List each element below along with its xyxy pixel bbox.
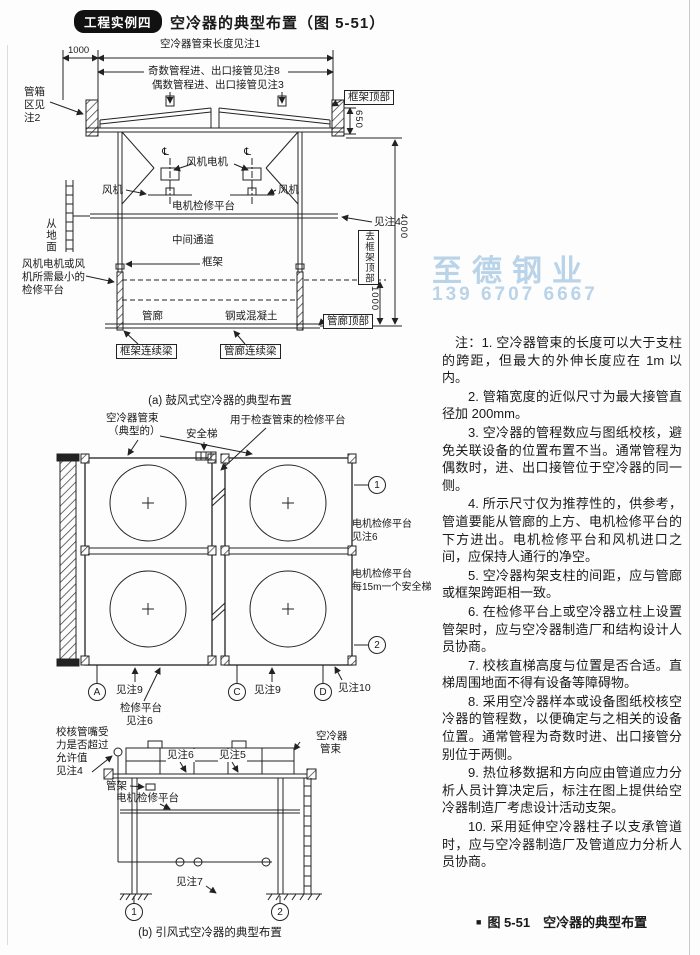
label-pipe-support: 管架 bbox=[106, 780, 127, 792]
label-nozzle-check-line2: 力是否超过 bbox=[56, 739, 109, 751]
figure-caption: ■ 图 5-51 空冷器的典型布置 bbox=[476, 912, 647, 931]
label-to-frame-top: 去框架顶部 bbox=[358, 230, 379, 285]
label-see-note10: 见注10 bbox=[338, 682, 371, 694]
note-5: 5. 空冷器构架支柱的间距，应与管廊或框架跨距相一致。 bbox=[442, 567, 682, 601]
label-bundle-line2: （典型的） bbox=[108, 425, 161, 437]
note-7: 7. 校核直梯高度与位置是否合适。直梯周围地面不得有设备等障碍物。 bbox=[442, 657, 682, 691]
note-9: 9. 热位移数据和方向应由管道应力分析人员计算决定后，标注在图上提供给空冷器制造… bbox=[442, 765, 682, 816]
note-10: 10. 采用延伸空冷器柱子以支承管道时，应与空冷器制造厂及管道应力分析人员协商。 bbox=[442, 819, 682, 870]
watermark-brand: 至德钢业 bbox=[432, 255, 592, 288]
label-even-pass-nozzle: 偶数管程进、出口接管见注3 bbox=[152, 79, 284, 91]
marker-row-2: 2 bbox=[374, 639, 380, 651]
note-6: 6. 在检修平台上或空冷器立柱上设置管架时，应与空冷器制造厂和结构设计人员协商。 bbox=[442, 603, 682, 655]
label-bundle-line1: 空冷器管束 bbox=[106, 412, 159, 424]
label-motor-platform-2-line2: 每15m一个安全梯 bbox=[352, 582, 432, 593]
caption-diagram-a: (a) 鼓风式空冷器的典型布置 bbox=[148, 395, 292, 407]
label-safety-ladder: 安全梯 bbox=[186, 428, 218, 440]
label-see-note6: 见注6 bbox=[166, 749, 195, 762]
diagram-induced-draft-elevation: 校核管嘴受 力是否超过 允许值 见注4 空冷器 管束 见注6 见注5 管架 电机… bbox=[20, 726, 400, 941]
label-see-note9-2: 见注9 bbox=[254, 684, 281, 696]
page-edge-left bbox=[7, 45, 8, 945]
marker-column-2: 2 bbox=[277, 906, 283, 918]
label-repair-platform-line1: 检修平台 bbox=[120, 702, 162, 714]
diagram-b-lines bbox=[56, 427, 386, 702]
label-pipe-rack-top: 管廊顶部 bbox=[323, 314, 373, 329]
diagram-c-lines bbox=[91, 740, 322, 921]
label-from-ground: 从地面 bbox=[45, 218, 57, 253]
label-nozzle-check-line1: 校核管嘴受 bbox=[56, 726, 109, 738]
caption-diagram-c: (b) 引风式空冷器的典型布置 bbox=[138, 927, 282, 939]
diagram-c-drawing bbox=[91, 740, 322, 921]
note-3: 3. 空冷器的管程数应与图纸校核，避免关联设备的位置布置不当。通常管程为偶数时，… bbox=[442, 424, 682, 493]
example-badge: 工程实例四 bbox=[74, 10, 162, 33]
marker-column-d: D bbox=[319, 686, 327, 698]
label-steel-or-concrete: 钢或混凝土 bbox=[225, 310, 278, 322]
note-2: 2. 管箱宽度的近似尺寸为最大接管直径加 200mm。 bbox=[442, 388, 682, 422]
label-rack-beam: 管廊连续梁 bbox=[220, 344, 281, 359]
label-motor-platform-1-line1: 电机检修平台 bbox=[352, 519, 412, 530]
label-fan-motor: 风机电机 bbox=[186, 156, 228, 168]
note-1: 注：1. 空冷器管束的长度可以大于支柱的跨距，但最大的外伸长度应在 1m 以内。 bbox=[442, 335, 682, 386]
page-edge-right bbox=[689, 0, 690, 955]
label-middle-passage: 中间通道 bbox=[172, 234, 214, 246]
centerline-symbol-right: ℄ bbox=[244, 146, 251, 158]
marker-column-a: A bbox=[93, 686, 101, 698]
label-bundle-line1: 空冷器 bbox=[316, 730, 348, 742]
label-dim-1000-left: 1000 bbox=[68, 45, 90, 56]
watermark-phone: 139 6707 6667 bbox=[432, 284, 598, 305]
diagram-forced-draft-elevation: 空冷器管束长度见注1 1000 奇数管程进、出口接管见注8 偶数管程进、出口接管… bbox=[20, 34, 450, 412]
label-nozzle-check-line4: 见注4 bbox=[56, 765, 83, 777]
figure-caption-marker: ■ bbox=[476, 917, 482, 927]
centerline-symbol-left: ℄ bbox=[162, 146, 169, 158]
label-inspect-platform: 用于检查管束的检修平台 bbox=[230, 414, 346, 426]
figure-caption-text: 图 5-51 空冷器的典型布置 bbox=[487, 915, 648, 930]
label-min-platform: 风机电机或风机所需最小的检修平台 bbox=[22, 258, 85, 296]
label-dim-650: 650 bbox=[353, 110, 364, 129]
label-odd-pass-nozzle: 奇数管程进、出口接管见注8 bbox=[148, 65, 280, 77]
label-see-note9-1: 见注9 bbox=[116, 684, 143, 696]
page-title: 空冷器的典型布置（图 5-51） bbox=[170, 15, 386, 32]
label-pipe-rack: 管廊 bbox=[142, 310, 163, 322]
diagram-b-drawing bbox=[56, 427, 386, 702]
note-4: 4. 所示尺寸仅为推荐性的，供参考，管道要能从管廊的上方、电机检修平台的下方进出… bbox=[442, 496, 682, 565]
note-8: 8. 采用空冷器样本或设备图纸校核空冷器的管程数，以便确定与之相关的设备位置。通… bbox=[442, 693, 682, 762]
marker-column-1: 1 bbox=[131, 906, 137, 918]
label-frame: 框架 bbox=[202, 256, 223, 268]
marker-column-c: C bbox=[233, 686, 241, 698]
label-bundle-line2: 管束 bbox=[320, 743, 341, 755]
label-repair-platform-line2: 见注6 bbox=[126, 715, 153, 727]
diagram-plan-view: 空冷器管束 （典型的） 安全梯 用于检查管束的检修平台 电机检修平台 见注6 电… bbox=[20, 410, 450, 728]
label-motor-platform-1-line2: 见注6 bbox=[352, 532, 378, 543]
diagram-a-lines bbox=[49, 50, 402, 345]
label-motor-platform: 电机检修平台 bbox=[116, 792, 179, 804]
label-bundle-length: 空冷器管束长度见注1 bbox=[160, 38, 261, 50]
label-frame-beam: 框架连续梁 bbox=[116, 344, 177, 359]
marker-row-1: 1 bbox=[374, 479, 380, 491]
diagram-a-drawing bbox=[49, 50, 402, 345]
label-tube-box-zone: 管箱区见注2 bbox=[24, 86, 45, 124]
notes-panel: 注：1. 空冷器管束的长度可以大于支柱的跨距，但最大的外伸长度应在 1m 以内。… bbox=[442, 334, 682, 872]
label-frame-top: 框架顶部 bbox=[344, 90, 394, 105]
label-motor-platform-2-line1: 电机检修平台 bbox=[352, 569, 412, 580]
label-dim-4000: 4000 bbox=[398, 214, 409, 240]
label-fan-right: 风机 bbox=[278, 184, 299, 196]
label-fan-left: 风机 bbox=[102, 184, 123, 196]
label-dim-1000-right: 1000 bbox=[369, 286, 380, 312]
label-motor-platform: 电机检修平台 bbox=[172, 200, 235, 212]
label-see-note5: 见注5 bbox=[218, 749, 247, 762]
label-see-note7: 见注7 bbox=[176, 876, 203, 888]
label-nozzle-check-line3: 允许值 bbox=[56, 752, 88, 764]
